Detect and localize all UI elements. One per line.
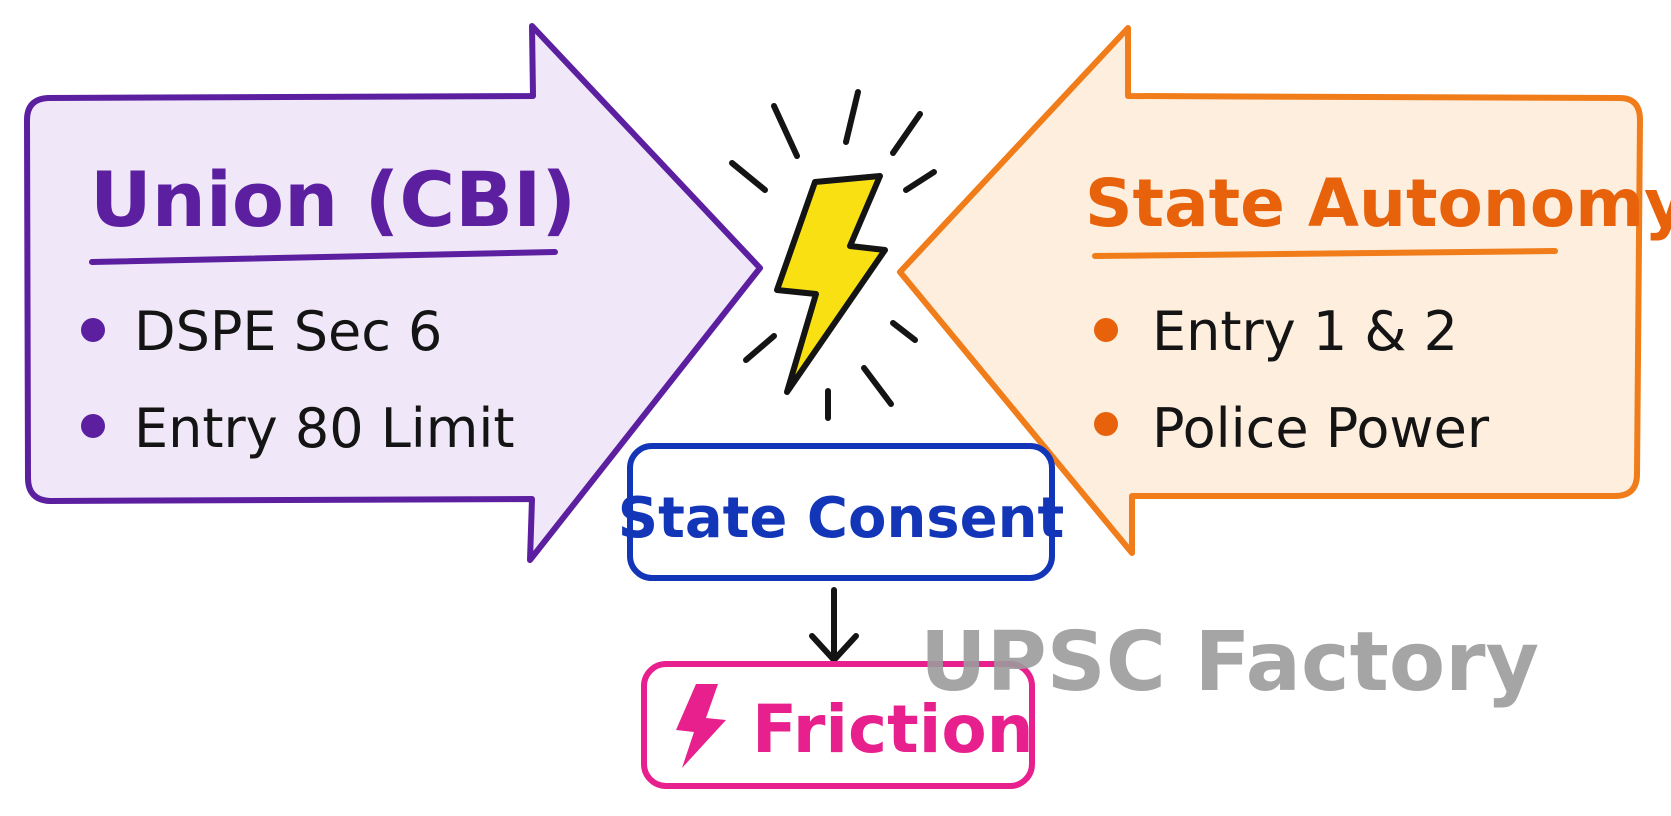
state-bullet-item: Police Power xyxy=(1152,397,1490,460)
state-consent-frame xyxy=(627,443,1055,581)
state-bullet-dot xyxy=(1094,318,1118,342)
down-arrow-icon xyxy=(809,587,859,663)
state-bullet-item: Entry 1 & 2 xyxy=(1152,300,1458,363)
union-bullet-item: Entry 80 Limit xyxy=(134,397,515,460)
state-consent-label: State Consent xyxy=(618,486,1065,551)
state-arrow-shape xyxy=(897,25,1643,556)
union-arrow: Union (CBI) DSPE Sec 6 Entry 80 Limit xyxy=(24,23,763,563)
state-title-underline xyxy=(1092,248,1558,259)
friction-frame xyxy=(641,661,1035,789)
lightning-bolt-icon xyxy=(774,173,888,395)
union-title: Union (CBI) xyxy=(90,155,576,244)
union-title-underline xyxy=(89,249,558,265)
lightning-bolt-icon xyxy=(676,684,726,768)
union-bullet-dot xyxy=(81,414,105,438)
burst-rays xyxy=(729,89,937,421)
friction-label: Friction xyxy=(752,691,1034,768)
union-bullet-dot xyxy=(81,318,105,342)
state-bullet-dot xyxy=(1094,412,1118,436)
state-consent-box: State Consent xyxy=(618,443,1065,581)
state-title: State Autonomy xyxy=(1085,165,1671,242)
state-arrow: State Autonomy Entry 1 & 2 Police Power xyxy=(897,25,1671,556)
clash-burst xyxy=(729,89,937,421)
union-bullet-item: DSPE Sec 6 xyxy=(134,300,442,363)
union-arrow-shape xyxy=(24,23,763,563)
watermark: UPSC Factory xyxy=(920,615,1539,710)
friction-box: Friction xyxy=(641,661,1035,789)
